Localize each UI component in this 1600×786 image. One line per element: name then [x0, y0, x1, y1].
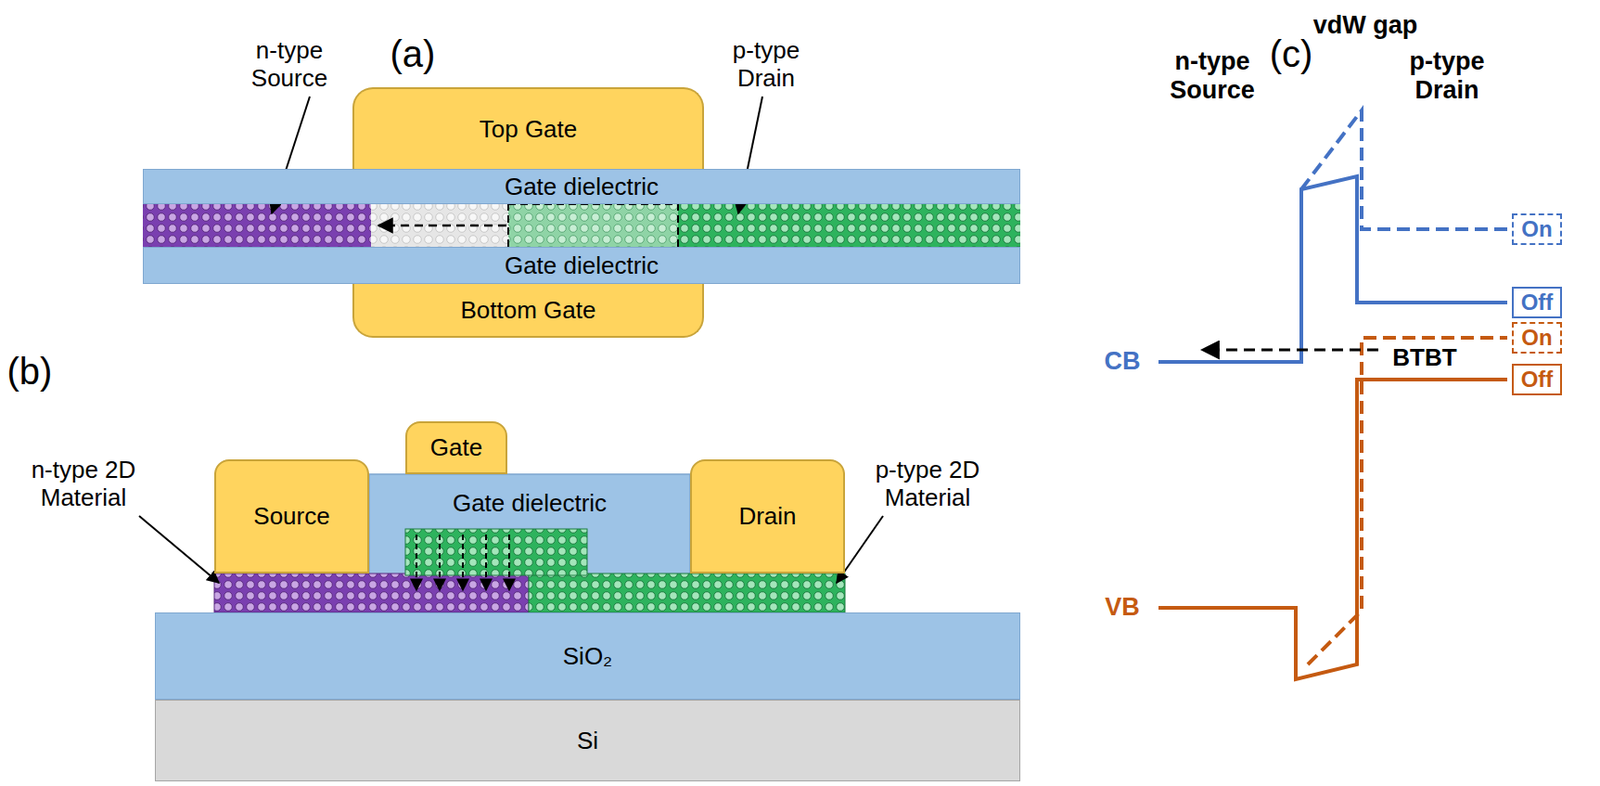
n-type-layer: [214, 573, 529, 613]
band-label: VB: [1104, 592, 1140, 622]
region-label: p-type Drain: [1395, 47, 1498, 105]
material-label: p-type 2D Material: [862, 456, 993, 512]
node-text: Source: [253, 501, 330, 531]
node-text: Gate dielectric: [504, 251, 659, 281]
leader-line: [139, 515, 219, 583]
p-drain-layer: [678, 204, 1021, 247]
process-label: BTBT: [1392, 344, 1457, 372]
dielectric-layer: Gate dielectric: [142, 246, 1021, 284]
node-text: Gate: [430, 433, 483, 462]
substrate-band: Si: [154, 699, 1021, 781]
node-text: Top Gate: [479, 115, 578, 144]
p-type-layer: [528, 573, 845, 613]
panel-letter: (a): [390, 32, 436, 76]
valence-band-on: [1307, 337, 1508, 665]
btbt-arrow: [1202, 348, 1379, 352]
contact-box: Source: [214, 459, 370, 574]
gate-region-outline: [508, 204, 679, 249]
state-box: Off: [1511, 363, 1562, 396]
gap-label: vdW gap: [1313, 11, 1419, 40]
node-text: On: [1521, 324, 1552, 351]
state-box: On: [1511, 321, 1562, 354]
region-label: p-type Drain: [719, 37, 813, 93]
conduction-band-off: [1158, 176, 1508, 362]
panel-letter: (b): [7, 349, 53, 393]
dielectric-region: Gate dielectric: [369, 476, 691, 529]
node-text: Gate dielectric: [504, 172, 659, 202]
n-source-layer: [142, 204, 372, 247]
node-text: Drain: [738, 501, 796, 531]
oxide-band: SiO₂: [154, 612, 1021, 700]
band-label: CB: [1104, 346, 1141, 376]
valence-band-off: [1158, 379, 1508, 679]
dielectric-layer: Gate dielectric: [142, 168, 1021, 205]
gated-p-region: [508, 204, 679, 247]
tunnel-arrow: [378, 224, 507, 228]
material-label: n-type 2D Material: [18, 456, 149, 512]
state-box: Off: [1511, 286, 1562, 319]
node-text: Bottom Gate: [460, 295, 597, 325]
node-text: SiO₂: [563, 641, 613, 671]
region-label: n-type Source: [243, 37, 336, 93]
node-text: On: [1521, 216, 1552, 243]
node-text: Si: [576, 726, 599, 756]
vertical-tunnel-arrows: [416, 534, 510, 590]
contact-box: Drain: [690, 459, 845, 574]
node-text: Gate dielectric: [452, 488, 607, 518]
gate-box: Top Gate: [352, 87, 704, 169]
p-type-overlap: [405, 528, 588, 576]
node-text: Off: [1521, 366, 1554, 393]
region-label: n-type Source: [1161, 47, 1264, 105]
gate-dielectric-fill: [369, 473, 691, 576]
gate-box: Gate: [405, 421, 508, 474]
state-box: On: [1511, 213, 1562, 245]
gate-box: Bottom Gate: [352, 283, 704, 338]
conduction-band-on: [1301, 110, 1508, 230]
panel-letter: (c): [1269, 32, 1314, 76]
depleted-region: [371, 204, 509, 247]
node-text: Off: [1521, 289, 1554, 316]
